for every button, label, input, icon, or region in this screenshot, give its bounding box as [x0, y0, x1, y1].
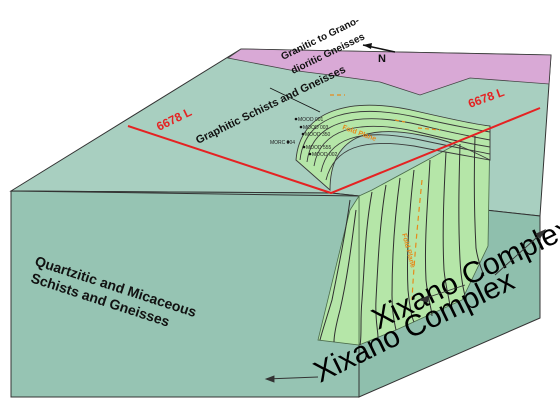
drillhole-label: MOOD 002	[312, 152, 338, 158]
drillhole-label: MOOD 001	[298, 117, 324, 123]
leader-lines	[264, 228, 547, 383]
fold-side-lines	[359, 135, 485, 346]
fold-plane-dash-side	[411, 179, 423, 301]
drillhole-label: MORC 004	[270, 140, 295, 146]
fold-plane-dash-top	[330, 94, 441, 131]
fold-top-arcs	[295, 104, 491, 191]
drillhole-label: MOOD 003	[303, 125, 329, 131]
level-6678-line	[127, 107, 541, 195]
granitic-gneiss-region	[226, 48, 552, 96]
north-arrow	[362, 43, 396, 53]
graphitic-leader	[269, 87, 321, 113]
drillhole-label: MOOD 555	[306, 145, 332, 151]
drillhole-markers	[286, 117, 312, 156]
drillhole-label: MOOD 350	[305, 132, 331, 138]
north-label: N	[378, 53, 386, 65]
fold-front-band	[317, 194, 360, 346]
fold-front-lines	[319, 199, 357, 343]
